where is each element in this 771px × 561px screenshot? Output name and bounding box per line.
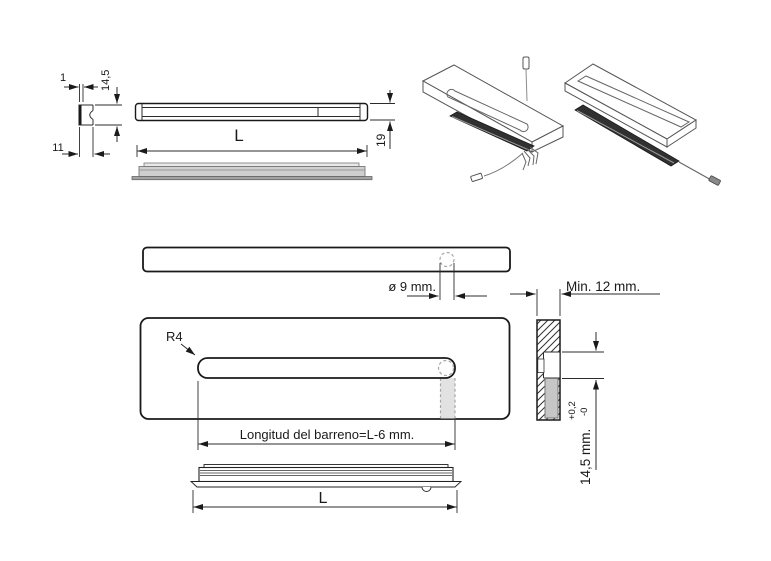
dim-label-hole-diameter: ø 9 mm. (388, 279, 436, 294)
dim-label-height-19: 19 (374, 133, 388, 147)
dim-label-length-bottom: L (319, 490, 328, 507)
dim-label-min-thickness: Min. 12 mm. (566, 279, 640, 294)
drill-hole-hidden (437, 359, 455, 377)
handle-front-outline (134, 102, 369, 122)
groove (576, 75, 691, 128)
profile-end-shape (78, 104, 94, 126)
iso-assembly-left (421, 56, 565, 182)
dim-label-length-top: L (234, 126, 243, 145)
end-section-view: 1 14,5 11 (52, 70, 122, 157)
groove-notch (543, 352, 560, 378)
cable-exit-notch (421, 486, 432, 492)
led-profile (449, 111, 535, 152)
profile-side-view: L (189, 464, 463, 513)
milled-slot (446, 88, 529, 133)
cross-section-view: Min. 12 mm. 14,5 mm. +0,2 -0 (510, 279, 660, 485)
panel-plan-outline (142, 246, 511, 273)
iso-assembly-right (564, 63, 721, 186)
drill-hole-hidden (439, 251, 455, 268)
dim-label-corner-radius: R4 (166, 329, 183, 344)
front-view: L 19 (131, 90, 395, 181)
bore-projection (440, 378, 455, 419)
dim-label-tolerance-plus: +0,2 (567, 401, 578, 420)
cable-connector-icon (708, 175, 721, 186)
led-profile (574, 104, 680, 167)
back-panel-view: R4 Longitud del barreno=L-6 mm. (139, 317, 511, 450)
handle-profile-underside (131, 162, 373, 181)
dim-label-groove-depth: 14,5 mm. (578, 429, 593, 485)
dim-label-lip: 1 (60, 72, 66, 84)
cable-connector-icon (470, 172, 483, 182)
dim-label-profile-width: 11 (52, 142, 63, 154)
power-plug-icon (522, 56, 530, 70)
inserted-profile (544, 378, 559, 419)
dim-label-tolerance-minus: -0 (579, 408, 590, 416)
dim-label-profile-height: 14,5 (100, 70, 112, 91)
dim-label-bore-length: Longitud del barreno=L-6 mm. (240, 427, 415, 442)
plan-view: ø 9 mm. (142, 246, 511, 300)
handle-slot-outline (197, 357, 456, 379)
